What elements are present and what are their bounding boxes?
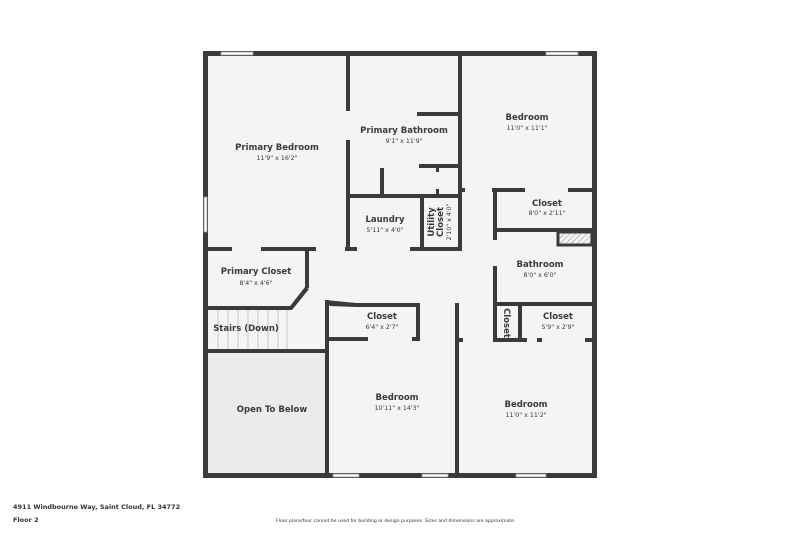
room-name: Laundry	[365, 215, 405, 225]
room-name: Closet	[543, 312, 573, 322]
room-dimensions: 5'11" x 4'0"	[366, 227, 403, 234]
stairs	[217, 310, 288, 349]
room-name: Primary Bedroom	[235, 143, 319, 153]
room-name: Utility	[427, 207, 437, 237]
room-name: Primary Bathroom	[360, 126, 448, 136]
windows	[203, 51, 579, 478]
room-dimensions: 8'0" x 2'11"	[528, 210, 565, 217]
room-name: Closet	[532, 199, 562, 209]
room-dimensions: 11'9" x 16'2"	[256, 155, 297, 162]
hatched-fixture	[556, 230, 594, 247]
room-name: Open To Below	[237, 405, 308, 415]
room-dimensions: 11'0" x 11'1"	[506, 125, 547, 132]
room-name: Stairs (Down)	[213, 324, 279, 334]
floor-label: Floor 2	[13, 516, 39, 524]
room-dimensions: 6'4" x 2'7"	[365, 324, 398, 331]
room-dimensions: 5'9" x 2'9"	[541, 324, 574, 331]
room-name: Bedroom	[505, 113, 548, 123]
room-dimensions: 8'0" x 6'0"	[523, 272, 556, 279]
room-name: Primary Closet	[221, 267, 292, 277]
room-name: Closet	[367, 312, 397, 322]
room-name: Closet	[436, 207, 446, 237]
room-name: Bedroom	[504, 400, 547, 410]
room-dimensions: 8'4" x 4'6"	[239, 280, 272, 287]
property-address: 4911 Windbourne Way, Saint Cloud, FL 347…	[13, 503, 181, 511]
disclaimer: Floor plans/tour cannot be used for buil…	[276, 519, 516, 524]
room-name: Closet	[501, 308, 511, 338]
walls	[203, 51, 597, 478]
room-name: Bedroom	[375, 393, 418, 403]
room-name: Bathroom	[516, 260, 563, 270]
room-dimensions: 2'10" x 4'0"	[446, 203, 453, 240]
open-to-below-area	[208, 353, 327, 473]
room-dimensions: 11'0" x 11'2"	[505, 412, 546, 419]
room-dimensions: 10'11" x 14'3"	[374, 405, 419, 412]
room-dimensions: 9'1" x 11'9"	[385, 138, 422, 145]
